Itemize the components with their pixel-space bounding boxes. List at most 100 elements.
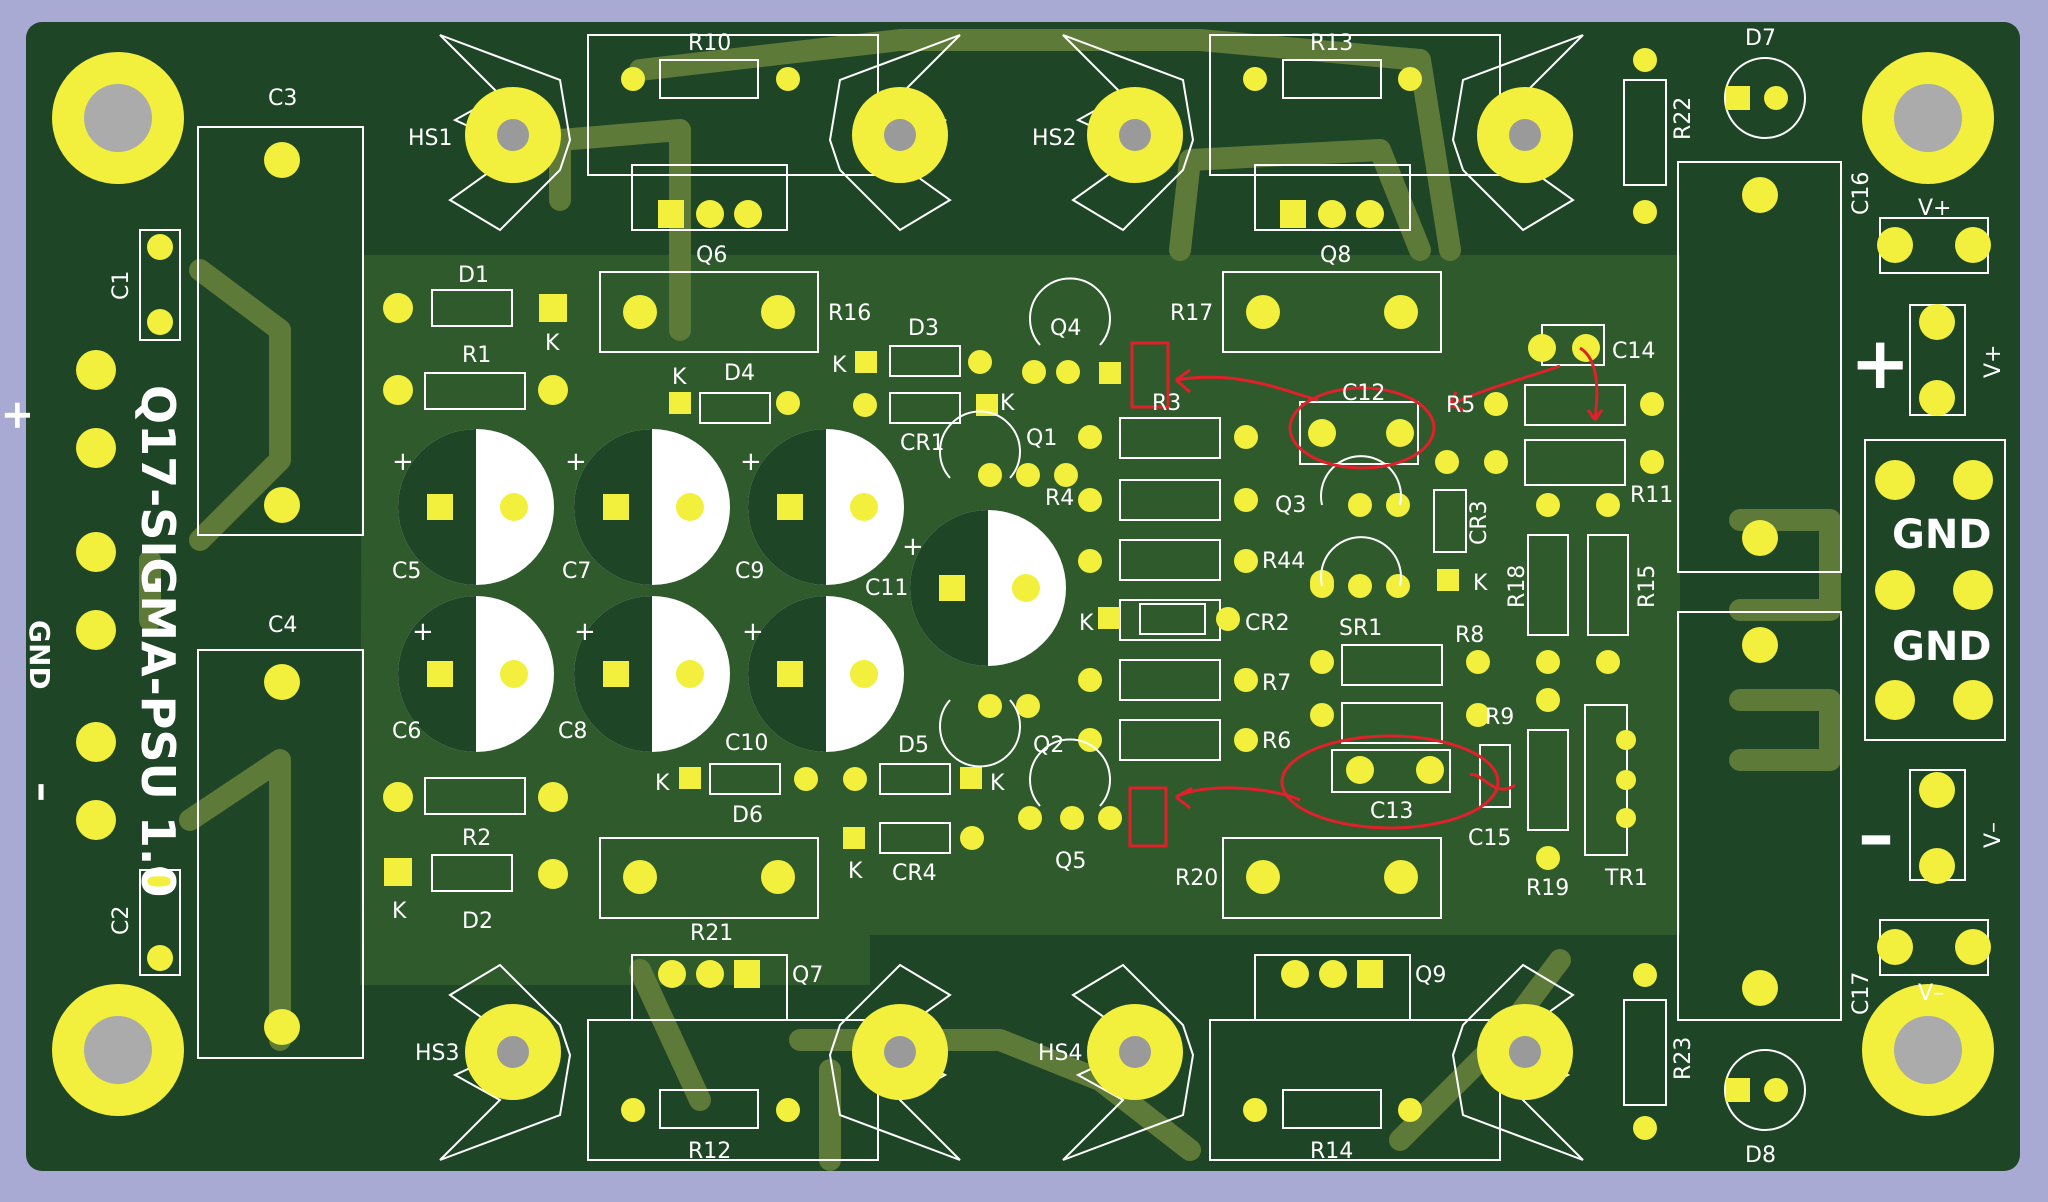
- label-c2: C2: [109, 906, 134, 935]
- label-k: K: [832, 353, 847, 378]
- label-hs3: HS3: [415, 1041, 460, 1066]
- electrolytic-caps: [398, 429, 1066, 752]
- label-cr1: CR1: [900, 431, 945, 456]
- pad: [76, 428, 116, 468]
- pad: [264, 664, 300, 700]
- label-v-plus: V+: [1981, 345, 2006, 378]
- r14-body: [1282, 1089, 1382, 1129]
- r12-body: [659, 1089, 759, 1129]
- label-d4: D4: [724, 361, 755, 386]
- label-c11: C11: [865, 576, 908, 601]
- label-v-minus: V–: [1981, 822, 2006, 848]
- label-d8: D8: [1745, 1143, 1776, 1168]
- label-r23: R23: [1671, 1037, 1696, 1080]
- label-c14: C14: [1612, 339, 1655, 364]
- r16-outline: [599, 271, 819, 353]
- copper-traces: [139, 29, 1841, 1171]
- label-q3: Q3: [1275, 493, 1306, 518]
- label-d3: D3: [908, 316, 939, 341]
- label-r15: R15: [1635, 565, 1660, 608]
- label-r12: R12: [688, 1139, 731, 1164]
- label-c12: C12: [1342, 381, 1385, 406]
- label-gnd: GND: [1892, 624, 1992, 670]
- label-cr4: CR4: [892, 861, 937, 886]
- label-r18: R18: [1505, 565, 1530, 608]
- label-r4: R4: [1045, 486, 1074, 511]
- pad: [264, 487, 300, 523]
- label-k: K: [1473, 571, 1488, 596]
- label-q6: Q6: [696, 243, 727, 268]
- q6-outline: [631, 164, 788, 231]
- board-title: Q17-SIGMA-PSU 1.0: [131, 385, 185, 897]
- label-q5: Q5: [1055, 849, 1086, 874]
- label-r10: R10: [688, 31, 731, 56]
- label-r8: R8: [1455, 623, 1484, 648]
- label-k: K: [672, 365, 687, 390]
- plus-sign: +: [742, 617, 764, 647]
- label-c10: C10: [725, 731, 768, 756]
- red-annotations: [1128, 341, 1604, 848]
- label-r2: R2: [462, 826, 491, 851]
- label-c13: C13: [1370, 799, 1413, 824]
- label-v-minus: V–: [1918, 981, 1944, 1006]
- plus-sign: +: [565, 447, 587, 477]
- label-r21: R21: [690, 921, 733, 946]
- label-gnd: GND: [1892, 512, 1992, 558]
- pad: [76, 800, 116, 840]
- label-d5: D5: [898, 733, 929, 758]
- label-c15: C15: [1468, 826, 1511, 851]
- label-sr1: SR1: [1339, 616, 1382, 641]
- plus-sign: +: [574, 617, 596, 647]
- c3-outline: [197, 126, 364, 536]
- label-hs4: HS4: [1038, 1041, 1083, 1066]
- c4-outline: [197, 649, 364, 1059]
- label-c6: C6: [392, 719, 421, 744]
- plus-sign: +: [740, 447, 762, 477]
- label-d1: D1: [458, 263, 489, 288]
- plus-large: +: [1850, 321, 1910, 405]
- label-k: K: [1000, 391, 1015, 416]
- c1-outline: [139, 229, 181, 341]
- label-v-plus: V+: [1918, 196, 1951, 221]
- label-c17: C17: [1849, 972, 1874, 1015]
- minus-large: –: [1858, 793, 1894, 877]
- label-r5: R5: [1446, 393, 1475, 418]
- label-r11: R11: [1630, 483, 1673, 508]
- pad: [76, 350, 116, 390]
- label-r44: R44: [1262, 549, 1305, 574]
- label-k: K: [1079, 611, 1094, 636]
- r13-body: [1282, 59, 1382, 99]
- label-c9: C9: [735, 559, 764, 584]
- label-r7: R7: [1262, 671, 1291, 696]
- label-hs1: HS1: [408, 126, 453, 151]
- q7-outline: [631, 954, 788, 1021]
- pad: [147, 945, 173, 971]
- pad: [147, 309, 173, 335]
- label-c8: C8: [558, 719, 587, 744]
- r21-outline: [599, 837, 819, 919]
- label-r20: R20: [1175, 866, 1218, 891]
- pad: [147, 234, 173, 260]
- plus-sign: +: [412, 617, 434, 647]
- label-q2: Q2: [1033, 733, 1064, 758]
- left-plus-label: +: [0, 398, 40, 432]
- mounting-hole: [52, 52, 184, 184]
- label-q8: Q8: [1320, 243, 1351, 268]
- label-hs2: HS2: [1032, 126, 1077, 151]
- label-r16: R16: [828, 301, 871, 326]
- label-k: K: [545, 331, 560, 356]
- r10-body: [659, 59, 759, 99]
- label-r1: R1: [462, 343, 491, 368]
- pad: [264, 1009, 300, 1045]
- label-r19: R19: [1526, 876, 1569, 901]
- label-c4: C4: [268, 613, 297, 638]
- label-cr2: CR2: [1245, 611, 1290, 636]
- label-cr3: CR3: [1467, 500, 1492, 545]
- label-d6: D6: [732, 803, 763, 828]
- label-c16: C16: [1849, 172, 1874, 215]
- mounting-hole: [1862, 52, 1994, 184]
- r20-outline: [1222, 837, 1442, 919]
- left-gnd-label: GND: [23, 620, 56, 690]
